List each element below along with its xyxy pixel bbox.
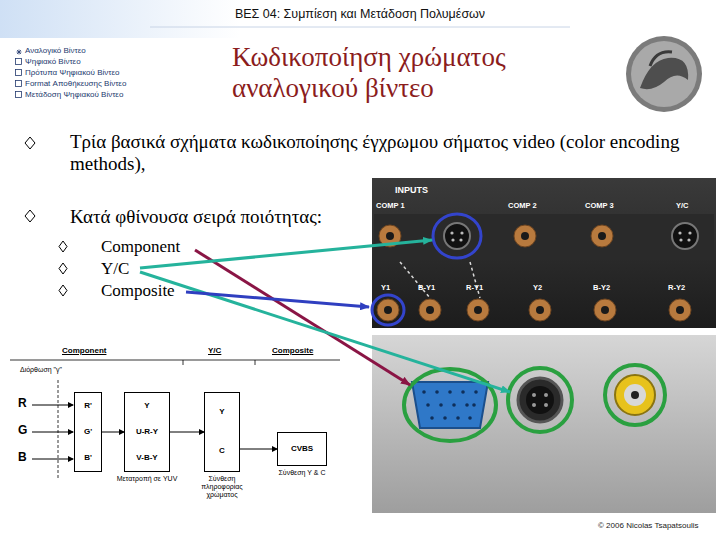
signal-name: Y xyxy=(219,408,224,417)
nav-item: Μετάδοση Ψηφιακού Βίντεο xyxy=(25,90,123,99)
panel-label: Y2 xyxy=(533,284,542,293)
callout-arrows xyxy=(140,240,510,392)
signal-name: G' xyxy=(84,428,92,437)
signal-name: B xyxy=(18,451,27,465)
gamma-label: Διόρθωση "γ" xyxy=(20,366,62,374)
nav-symbols xyxy=(16,50,22,98)
block-box: CVBS xyxy=(277,432,327,466)
connector-arrow xyxy=(240,449,277,450)
diagram-header: Y/C xyxy=(208,346,221,355)
list-item: Composite xyxy=(101,281,175,301)
input-panel-photo xyxy=(372,178,716,328)
block-box: R' G' B' xyxy=(74,392,102,472)
process-block: CVBS Σύνθεση Y & C xyxy=(262,432,342,477)
connector-arrow xyxy=(170,432,204,433)
process-block: Y U-R-Y V-B-Y Μετατροπή σε YUV xyxy=(112,392,182,483)
block-caption: Σύνθεση Y & C xyxy=(262,469,342,477)
panel-label: Y/C xyxy=(676,202,689,211)
list-item: Y/C xyxy=(101,259,129,279)
bullet-diamonds xyxy=(25,137,67,296)
panel-label: R-Y2 xyxy=(668,284,685,293)
panel-label: Y1 xyxy=(381,284,390,293)
signal-name: U-R-Y xyxy=(136,428,158,437)
diagram-header: Component xyxy=(62,346,106,355)
block-caption: Σύνθεση πληροφορίας χρώματος xyxy=(190,475,254,499)
nav-item: Format Αποθήκευσης Βίντεο xyxy=(25,79,126,88)
signal-name: B' xyxy=(84,454,92,463)
header-decoration xyxy=(0,0,240,38)
process-block: YCΣύνθεση πληροφορίας χρώματος xyxy=(190,392,254,499)
bullet-text: Τρία βασικά σχήματα κωδικοποίησης έγχρωμ… xyxy=(70,131,702,175)
panel-label: COMP 1 xyxy=(376,202,405,211)
bullet-text: Κατά φθίνουσα σειρά ποιότητας: xyxy=(70,206,322,228)
panel-label: INPUTS xyxy=(395,185,428,195)
signal-name: R' xyxy=(84,402,92,411)
panel-label: COMP 3 xyxy=(585,202,614,211)
logo-coin xyxy=(626,36,702,112)
signal-name: Y xyxy=(144,402,149,411)
diagram-header: Composite xyxy=(272,346,313,355)
panel-label: B-Y2 xyxy=(593,284,610,293)
slide-header: ΒΕΣ 04: Συμπίεση και Μετάδοση Πολυμέσων xyxy=(160,7,560,21)
rgb-wires xyxy=(32,405,73,459)
nav-item: Πρότυπα Ψηφιακού Βίντεο xyxy=(25,68,119,77)
slide-title: Κωδικοποίηση χρώματος αναλογικού βίντεο xyxy=(232,42,562,104)
process-block: R' G' B' xyxy=(72,392,104,472)
connector-arrow xyxy=(102,432,124,433)
panel-label: R-Y1 xyxy=(466,284,483,293)
signal-name: C xyxy=(219,447,225,456)
panel-label: B-Y1 xyxy=(418,284,435,293)
signal-name: G xyxy=(18,424,27,438)
output-panel-photo xyxy=(372,335,716,513)
signal-name: V-B-Y xyxy=(136,454,157,463)
copyright: © 2006 Nicolas Tsapatsoulis xyxy=(598,521,698,530)
block-box: Y U-R-Y V-B-Y xyxy=(124,392,170,472)
panel-label: COMP 2 xyxy=(508,202,537,211)
diagram-brackets xyxy=(10,360,340,478)
signal-name: CVBS xyxy=(291,445,313,454)
signal-name: R xyxy=(18,397,27,411)
nav-item: Ψηφιακό Βίντεο xyxy=(25,57,81,66)
header-rule xyxy=(150,27,570,28)
block-box: YC xyxy=(204,392,240,472)
block-caption: Μετατροπή σε YUV xyxy=(112,475,182,483)
nav-item: Αναλογικό Βίντεο xyxy=(25,46,86,55)
list-item: Component xyxy=(101,237,180,257)
